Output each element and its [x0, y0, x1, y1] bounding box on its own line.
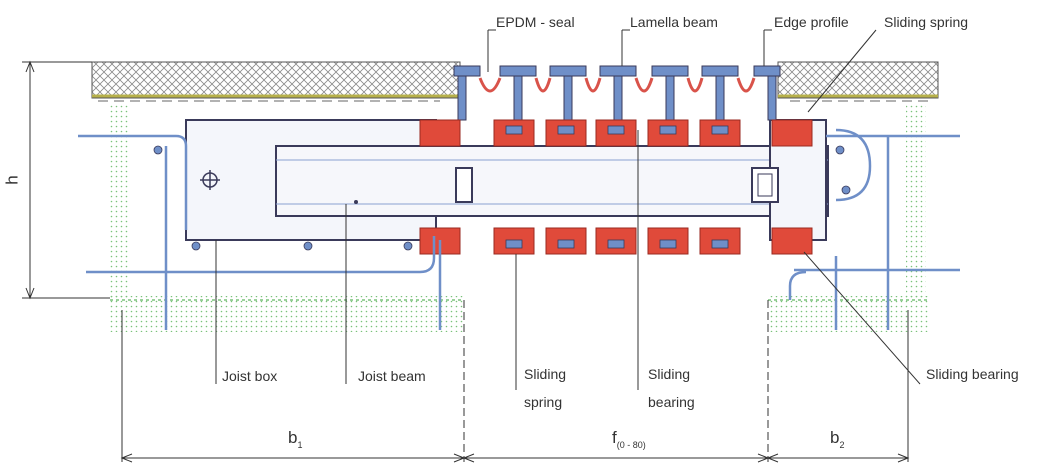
- joist-beam: [275, 145, 829, 217]
- dim-b2-main: b: [830, 428, 840, 447]
- sliding-element-right: [751, 167, 779, 203]
- label-sliding-spring-top: Sliding spring: [884, 14, 969, 30]
- crosshair-marker: [200, 170, 220, 190]
- dim-f-sub: (0 - 80): [616, 440, 646, 450]
- label-joist-beam: Joist beam: [358, 368, 426, 384]
- concrete-left: [110, 104, 464, 332]
- label-sliding-spring-bottom-1: Sliding: [524, 366, 567, 382]
- dim-b1-main: b: [288, 428, 298, 447]
- label-lamella-beam: Lamella beam: [630, 14, 718, 30]
- label-sliding-bearing-bottom-2: bearing: [648, 394, 695, 410]
- dim-f-main: f: [612, 428, 617, 447]
- anchor-bolts: [153, 145, 851, 251]
- dim-f: f(0 - 80): [612, 428, 646, 450]
- epdm-seals: [478, 77, 756, 93]
- sliding-bearings-lower: [419, 227, 813, 255]
- label-edge-profile: Edge profile: [774, 14, 849, 30]
- height-dimension: [22, 60, 110, 300]
- label-sliding-spring-bottom-2: spring: [524, 394, 563, 410]
- dim-height: h: [3, 175, 23, 184]
- edge-profile-left: [453, 65, 481, 121]
- dim-b1-sub: 1: [297, 440, 303, 450]
- dim-height-text: h: [2, 175, 22, 185]
- bolt-details: [505, 125, 729, 249]
- width-dimension-line: [120, 300, 910, 463]
- dim-b2: b2: [830, 428, 844, 450]
- edge-profile-right: [753, 65, 781, 121]
- lamella-beams: [499, 65, 739, 147]
- anchor-rebars: [78, 128, 960, 330]
- label-sliding-bearing-right: Sliding bearing: [926, 366, 1019, 382]
- dim-b2-sub: 2: [839, 440, 845, 450]
- label-sliding-bearing-bottom-1: Sliding: [648, 366, 691, 382]
- dim-b1: b1: [288, 428, 302, 450]
- sliding-element-left: [455, 167, 473, 203]
- sliding-springs-upper: [419, 119, 813, 147]
- label-joist-box: Joist box: [222, 368, 278, 384]
- label-epdm-seal: EPDM - seal: [496, 14, 575, 30]
- road-surface-right: [777, 61, 939, 102]
- leader-lines: [215, 29, 921, 390]
- road-surface-left: [91, 61, 461, 102]
